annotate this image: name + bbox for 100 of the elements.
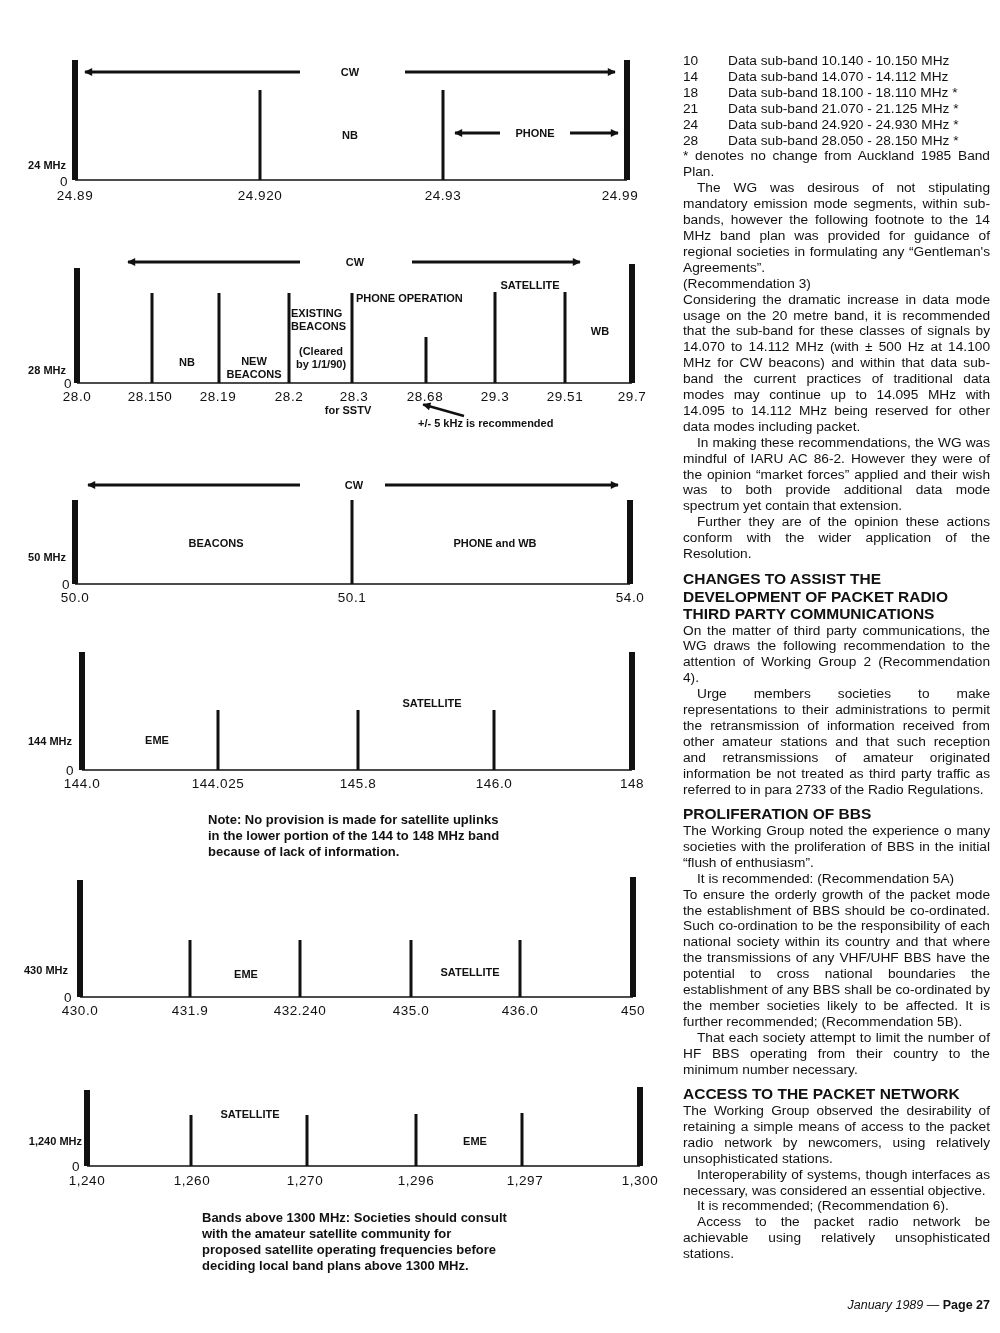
tick-label: 0 [60, 173, 68, 189]
paragraph: The Working Group observed the desirability of retaining a simple means of access to the packet radio network by newcomers, using relatively unsophisticated stations. [683, 1102, 990, 1167]
band-label: EME [463, 1134, 487, 1148]
band-label: BEACONS [188, 536, 244, 550]
paragraph: That each society attempt to limit the number of HF BBS operating from their country to the minimum number necessary. [683, 1029, 990, 1078]
paragraph: It is recommended; (Recommendation 6). [696, 1198, 950, 1215]
band-label: CW [344, 478, 364, 492]
note-text: Bands above 1300 MHz: Societies should consult with the amateur satellite community for proposed satellite operating frequencies before deciding local band plans above 1300 MHz. [202, 1210, 507, 1274]
band-label: PHONE [515, 126, 555, 140]
tick-label: 28.150 [127, 388, 173, 404]
tick-label: 0 [66, 762, 74, 778]
tick-label: 28.3 [339, 388, 369, 404]
tick-label: 1,260 [173, 1172, 211, 1188]
paragraph: In making these recommendations, the WG was mindful of IARU AC 86-2. However they were of the opinion “market forces” applied and their wish was to both provide additional data mode spectrum yet contain that extension. [683, 434, 990, 515]
tick-label: 28.0 [62, 388, 92, 404]
tick-label: 430.0 [61, 1002, 99, 1018]
band-label: NEW BEACONS [225, 355, 283, 381]
paragraph: To ensure the orderly growth of the packet mode the establishment of BBS should be co-ordinated. Such co-ordination to be the responsibility of each national society within its country and that where the transmissions of any VHF/UHF BBS have the potential to cross national boundaries the establishment of any BBS shall be co-ordinated by the member societies likely to be affected. It is further recommended; (Recommendation 5B). [683, 886, 990, 1030]
page-footer: January 1989 — Page 27 [847, 1298, 990, 1312]
axis-label: 144 MHz [27, 734, 72, 748]
table-cell-text: Data sub-band 14.070 - 14.112 MHz [728, 68, 950, 85]
tick-label: 1,297 [506, 1172, 544, 1188]
table-cell-text: 18 [683, 84, 700, 101]
tick-label: 436.0 [501, 1002, 539, 1018]
tick-label: 24.99 [601, 187, 639, 203]
tick-label: 144.0 [63, 775, 101, 791]
band-label: SATELLITE [220, 1107, 280, 1121]
table-cell-text: Data sub-band 24.920 - 24.930 MHz * [728, 116, 960, 133]
section-heading: ACCESS TO THE PACKET NETWORK [683, 1085, 961, 1103]
table-cell-text: Data sub-band 28.050 - 28.150 MHz * [728, 132, 960, 149]
axis-label: 50 MHz [28, 550, 66, 564]
band-label: NB [179, 355, 195, 369]
paragraph: Urge members societies to make representations to their administrations to permit the retransmission of information received from other amateur stations and that such reception and retransmissions of amateur originated information be not treated as third party traffic as referred to in para 2733 of the Radio Regulations. [683, 686, 990, 798]
tick-label: 435.0 [392, 1002, 430, 1018]
paragraph: (Recommendation 3) [683, 275, 812, 292]
note-text: Note: No provision is made for satellite uplinks in the lower portion of the 144 to 148 MHz band because of lack of information. [208, 812, 501, 860]
axis-label: 430 MHz [23, 963, 68, 977]
paragraph: On the matter of third party communications, the WG draws the following recommendation to the attention of Working Group 2 (Recommendation 4). [683, 622, 990, 687]
axis-label: 1,240 MHz [28, 1134, 82, 1148]
table-cell-text: Data sub-band 21.070 - 21.125 MHz * [728, 100, 960, 117]
band-label: for SSTV [324, 403, 372, 417]
paragraph: Further they are of the opinion these actions conform with the wider application of the Resolution. [683, 514, 990, 562]
tick-label: 28.2 [274, 388, 304, 404]
paragraph: Access to the packet radio network be achievable using relatively unsophisticated stations. [683, 1214, 990, 1263]
tick-label: 24.920 [237, 187, 283, 203]
tick-label: 432.240 [273, 1002, 327, 1018]
tick-label: 1,296 [397, 1172, 435, 1188]
paragraph: The WG was desirous of not stipulating mandatory emission mode segments, within sub-bands, however the following footnote to the 14 MHz band plan was provided for guidance of regional societies in formulating any “Gentleman's Agreements”. [683, 180, 990, 276]
annotation-text: +/- 5 kHz is recommended [418, 417, 554, 430]
band-label: EME [234, 967, 258, 981]
band-label: PHONE OPERATION [356, 291, 463, 305]
table-cell-text: 10 [683, 53, 700, 69]
section-heading: PROLIFERATION OF BBS [683, 805, 873, 823]
band-label: CW [340, 65, 360, 79]
tick-label: 0 [64, 989, 72, 1005]
tick-label: 145.8 [339, 775, 377, 791]
tick-label: 28.68 [406, 388, 444, 404]
band-label: PHONE and WB [453, 536, 537, 550]
tick-label: 1,300 [621, 1172, 659, 1188]
table-cell-text: 14 [683, 68, 700, 85]
tick-label: 50.1 [337, 589, 367, 605]
axis-label: 24 MHz [28, 158, 66, 172]
band-label: CW [345, 255, 365, 269]
tick-label: 1,270 [286, 1172, 324, 1188]
tick-label: 431.9 [171, 1002, 209, 1018]
tick-label: 50.0 [60, 589, 90, 605]
band-label: SATELLITE [440, 965, 500, 979]
band-label: (Cleared by 1/1/90) [294, 345, 348, 371]
tick-label: 29.51 [546, 388, 584, 404]
tick-label: 146.0 [475, 775, 513, 791]
tick-label: 450 [621, 1002, 645, 1018]
table-cell-text: 21 [683, 100, 700, 117]
tick-label: 28.19 [199, 388, 237, 404]
paragraph: Interoperability of systems, though interfaces as necessary, was considered an essential objective. [683, 1166, 990, 1199]
tick-label: 29.7 [617, 388, 647, 404]
tick-label: 1,240 [68, 1172, 106, 1188]
paragraph: * denotes no change from Auckland 1985 Band Plan. [683, 148, 990, 181]
section-heading: CHANGES TO ASSIST THE DEVELOPMENT OF PACKET RADIO THIRD PARTY COMMUNICATIONS [683, 570, 949, 623]
band-label: EXISTING BEACONS [291, 307, 347, 333]
paragraph: It is recommended: (Recommendation 5A) [696, 870, 956, 887]
band-label: NB [342, 128, 358, 142]
table-cell-text: Data sub-band 10.140 - 10.150 MHz [728, 53, 951, 69]
band-label: SATELLITE [500, 278, 560, 292]
band-label: EME [145, 733, 169, 747]
axis-label: 28 MHz [28, 363, 66, 377]
tick-label: 24.89 [56, 187, 94, 203]
table-cell-text: 24 [683, 116, 700, 133]
tick-label: 0 [62, 576, 70, 592]
tick-label: 144.025 [191, 775, 245, 791]
tick-label: 0 [72, 1158, 80, 1174]
tick-label: 24.93 [424, 187, 462, 203]
tick-label: 29.3 [480, 388, 510, 404]
table-cell-text: Data sub-band 18.100 - 18.110 MHz * [728, 84, 959, 101]
table-cell-text: 28 [683, 132, 700, 149]
paragraph: The Working Group noted the experience o many societies with the proliferation of BBS in the initial “flush of enthusiasm”. [683, 822, 990, 871]
tick-label: 148 [620, 775, 644, 791]
paragraph: Considering the dramatic increase in data mode usage on the 20 metre band, it is recommended that the sub-band for these classes of signals by 14.070 to 14.112 MHz (with ± 500 Hz at 14.100 MHz for CW beacons) and within that data sub-band the current practices of traditional data modes may continue up to 14.095 MHz with 14.095 to 14.112 MHz being reserved for other data modes including packet. [683, 291, 990, 435]
tick-label: 0 [64, 375, 72, 391]
tick-label: 54.0 [615, 589, 645, 605]
arrow [422, 402, 465, 418]
